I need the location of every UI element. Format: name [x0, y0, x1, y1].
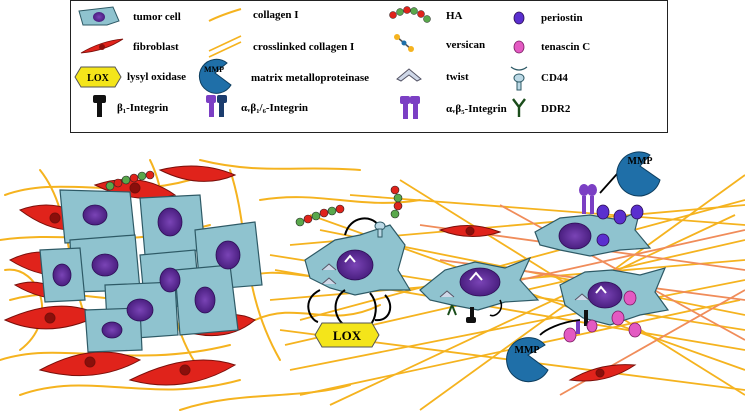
mmp-icon-label: MMP	[204, 65, 224, 74]
legend-tumor-cell: tumor cell	[133, 11, 181, 23]
legend-avb16-integrin: αᵥβ₁/₆-Integrin	[241, 102, 309, 114]
fibroblast-icon	[80, 38, 124, 54]
periostin-dots	[596, 204, 644, 247]
legend-versican: versican	[446, 39, 486, 51]
tenascin-dots	[563, 290, 642, 343]
cd44-middle	[374, 221, 386, 238]
mmp-top-label: MMP	[628, 156, 653, 167]
ha-icon	[389, 6, 431, 23]
lox-hexagon: LOX	[314, 322, 380, 348]
legend-collagen-i: collagen I	[253, 9, 299, 21]
twist-icon	[396, 68, 422, 82]
mmp-icon: MMP	[198, 58, 232, 94]
mmp-bottom-label: MMP	[515, 345, 540, 356]
lox-icon-label: LOX	[87, 73, 109, 84]
legend-tenascin-c: tenascin C	[541, 41, 591, 53]
tenascin-icon	[513, 40, 525, 54]
legend-mmp: matrix metalloproteinase	[251, 72, 370, 84]
beta1-integrin-icon	[93, 95, 106, 117]
mmp-bottom: MMP	[506, 337, 549, 383]
invading-tumor-cell-1	[304, 224, 412, 296]
legend-fibroblast: fibroblast	[133, 41, 179, 53]
tumor-cell-icon	[78, 6, 120, 26]
ddr2-icon	[512, 98, 526, 117]
legend-cd44: CD44	[541, 72, 568, 84]
collagen-i-icon	[208, 8, 242, 22]
invading-tumor-cell-2	[419, 256, 540, 323]
ha-chain-middle	[295, 185, 403, 227]
legend-beta1-integrin: β₁-Integrin	[117, 102, 169, 114]
invading-tumor-cell-4	[539, 267, 670, 336]
legend-twist: twist	[446, 71, 469, 83]
cd44-icon	[510, 66, 528, 91]
ha-chain-left	[105, 170, 155, 191]
periostin-icon	[513, 11, 525, 25]
tumor-nuclei	[52, 204, 241, 339]
legend-box: LOX MMP	[70, 0, 668, 133]
legend-lysyl-oxidase: lysyl oxidase	[127, 71, 186, 83]
versican-icon	[394, 34, 414, 52]
legend-avb5-integrin: αᵥβ₅-Integrin	[446, 103, 507, 115]
legend-periostin: periostin	[541, 12, 583, 24]
avb16-integrin-icon	[206, 95, 227, 117]
mmp-top: MMP	[616, 151, 661, 197]
tumor-cell-cluster	[39, 189, 263, 353]
legend-ha: HA	[446, 10, 463, 22]
legend-crosslinked-collagen: crosslinked collagen I	[253, 41, 355, 53]
crosslinked-collagen-icon	[208, 35, 242, 58]
avb5-integrin-icon	[400, 96, 420, 119]
lox-icon: LOX	[74, 66, 122, 88]
legend-icons: LOX MMP	[74, 6, 528, 119]
lox-label: LOX	[333, 328, 362, 343]
legend-ddr2: DDR2	[541, 103, 571, 115]
